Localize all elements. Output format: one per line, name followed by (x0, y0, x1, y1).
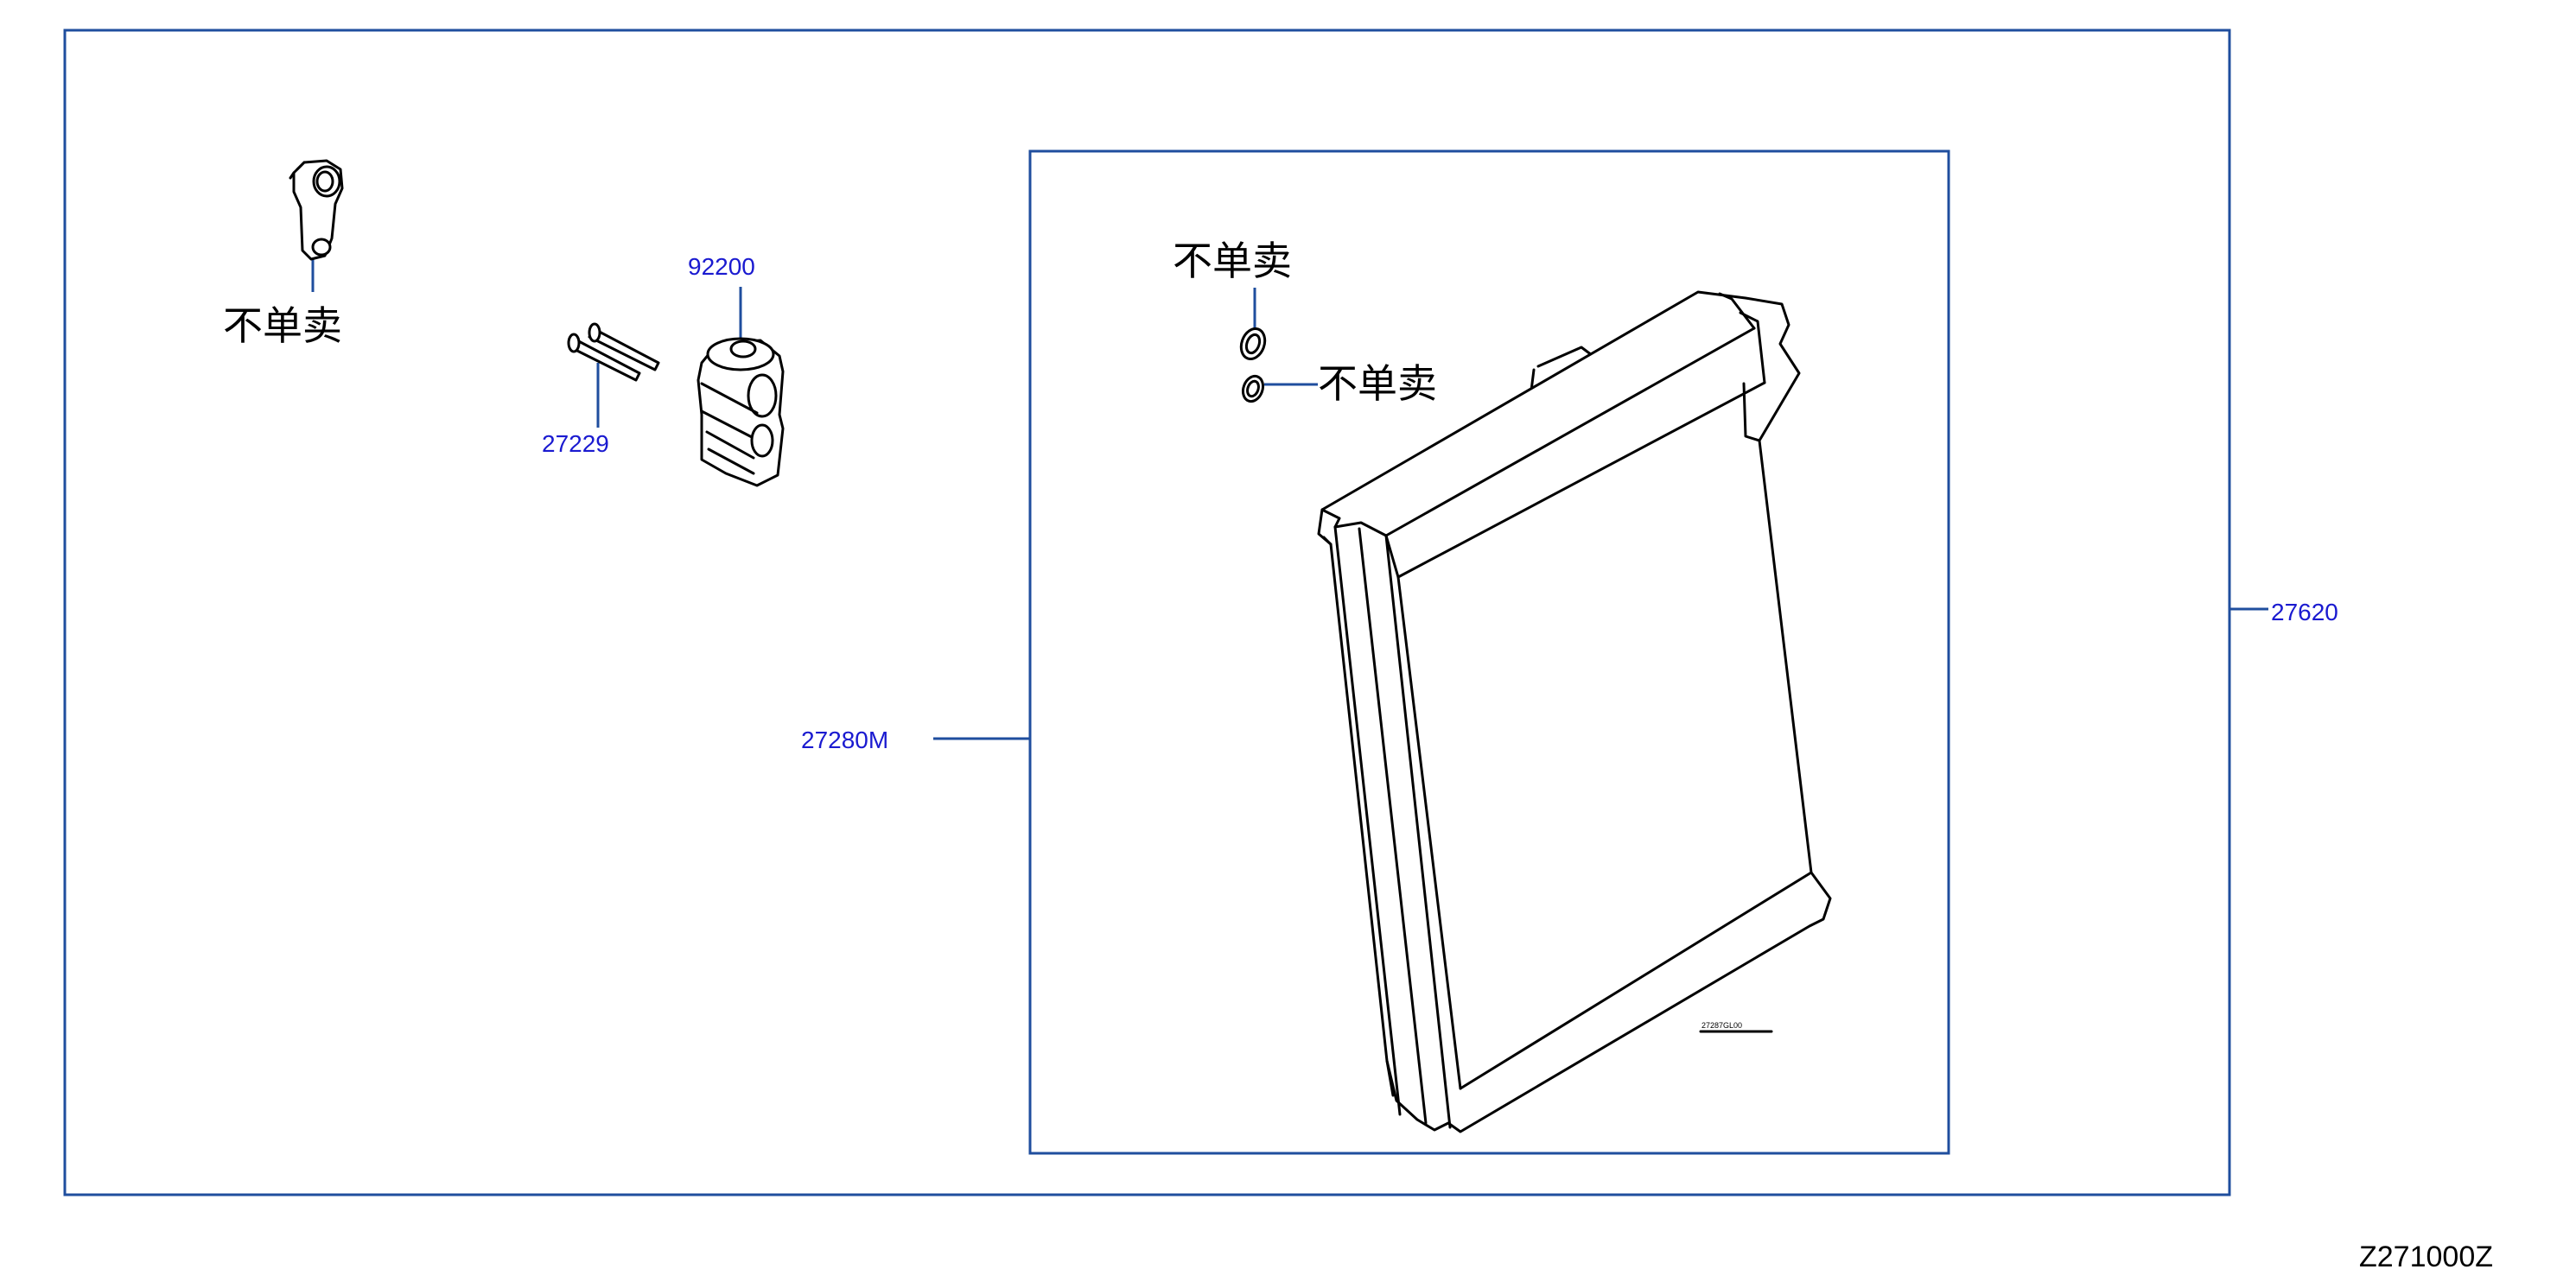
expansion-valve-part[interactable] (696, 337, 785, 487)
bolts-part[interactable] (567, 322, 660, 382)
not-sold-separately-label-oring-bottom: 不单卖 (1318, 360, 1437, 407)
outer-assembly-frame (63, 29, 2231, 1196)
bracket-part[interactable] (289, 159, 344, 261)
diagram-code: Z271000Z (2359, 1241, 2493, 1273)
evaporator-assembly-frame (1028, 149, 1950, 1155)
not-sold-separately-label-oring-top: 不单卖 (1173, 238, 1292, 284)
callout-92200[interactable]: 92200 (688, 253, 755, 280)
not-sold-separately-label-bracket: 不单卖 (223, 302, 342, 349)
o-ring-bottom[interactable] (1240, 373, 1267, 404)
evaporator-core-part[interactable]: 27287GL00 (1317, 290, 1832, 1133)
callout-27280M[interactable]: 27280M (801, 727, 888, 753)
o-ring-top[interactable] (1237, 326, 1269, 363)
callout-27620[interactable]: 27620 (2271, 599, 2338, 625)
callout-27229[interactable]: 27229 (542, 430, 609, 457)
evaporator-label-text: 27287GL00 (1701, 1021, 1742, 1030)
